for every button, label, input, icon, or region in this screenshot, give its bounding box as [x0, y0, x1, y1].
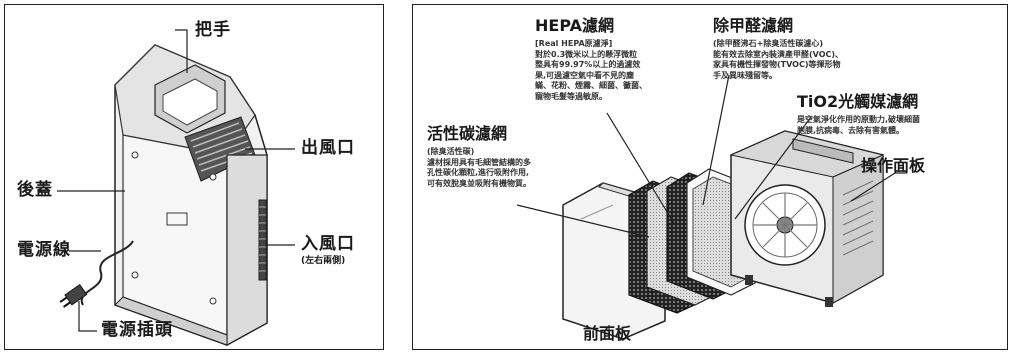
control-panel-label: 操作面板: [861, 156, 926, 175]
label-air-outlet: 出風口: [301, 138, 355, 158]
hepa-filter-title: HEPA濾網: [535, 16, 614, 35]
carbon-filter-title: 活性碳濾網: [427, 124, 508, 143]
hepa-filter-desc: [Real HEPA原濾淨] 對於0.3微米以上的懸浮微粒 整具有99.97%以…: [535, 39, 647, 101]
label-air-inlet-note: (左右兩側): [301, 256, 346, 266]
formaldehyde-filter-desc: (除甲醛沸石+除臭活性碳濾心) 能有效去除室內裝潢產甲醛(VOC)、 家具有機性…: [713, 39, 844, 80]
tio2-filter-title: TiO2光觸媒濾網: [797, 92, 919, 111]
tio2-filter-desc: 是空氣淨化作用的原動力,破壞細菌 胞膜,抗病毒、去除有害氣體。: [797, 115, 921, 135]
front-panel-label: 前面板: [583, 324, 632, 343]
label-back-cover: 後蓋: [17, 180, 53, 200]
carbon-filter-desc: (除臭活性碳) 濾材採用具有毛細管結構的多 孔性碳化顆粒,進行吸附作用, 可有效…: [427, 147, 531, 188]
label-handle: 把手: [195, 20, 231, 40]
purifier-exploded-illustration: [516, 74, 907, 340]
formaldehyde-filter-title: 除甲醛濾網: [713, 16, 794, 35]
right-diagram-panel: HEPA濾網 [Real HEPA原濾淨] 對於0.3微米以上的懸浮微粒 整具有…: [412, 4, 1008, 350]
purifier-back-illustration: [57, 29, 295, 347]
label-power-plug: 電源插頭: [101, 320, 173, 340]
label-air-inlet: 入風口: [301, 234, 355, 254]
label-power-cord: 電源線: [17, 240, 71, 260]
left-diagram-panel: 把手 出風口 後蓋 電源線 入風口 (左右兩側) 電源插頭: [4, 4, 384, 350]
